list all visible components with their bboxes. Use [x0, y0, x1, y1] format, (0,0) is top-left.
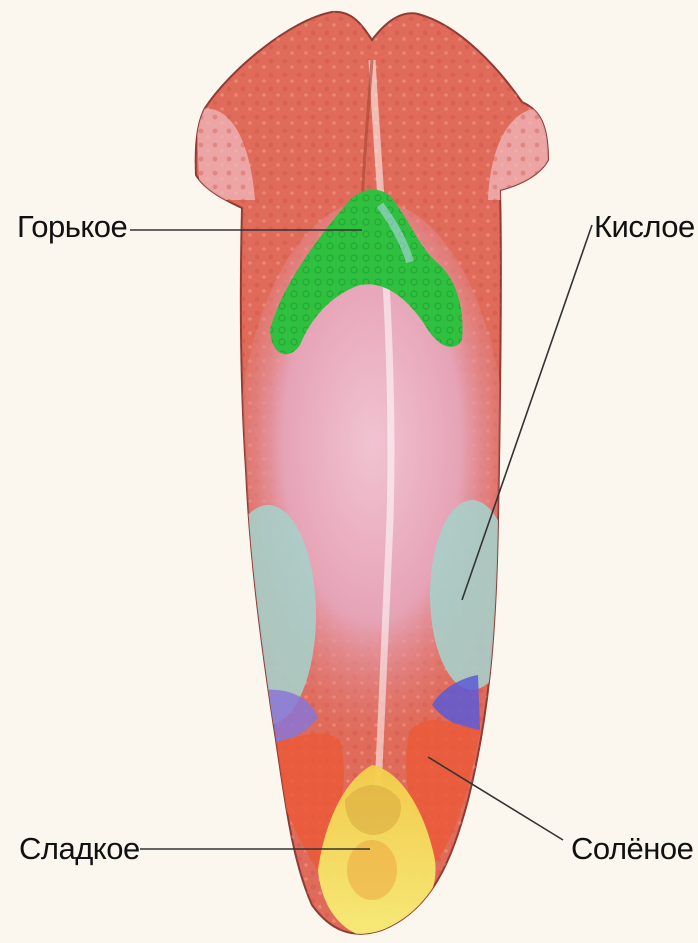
bitter-label: Горькое [17, 211, 127, 242]
sweet-label: Сладкое [19, 833, 140, 864]
sour-zone-right [430, 500, 514, 690]
salty-label: Солёное [571, 833, 693, 864]
sour-label: Кислое [594, 211, 695, 242]
tongue-body [190, 0, 560, 943]
